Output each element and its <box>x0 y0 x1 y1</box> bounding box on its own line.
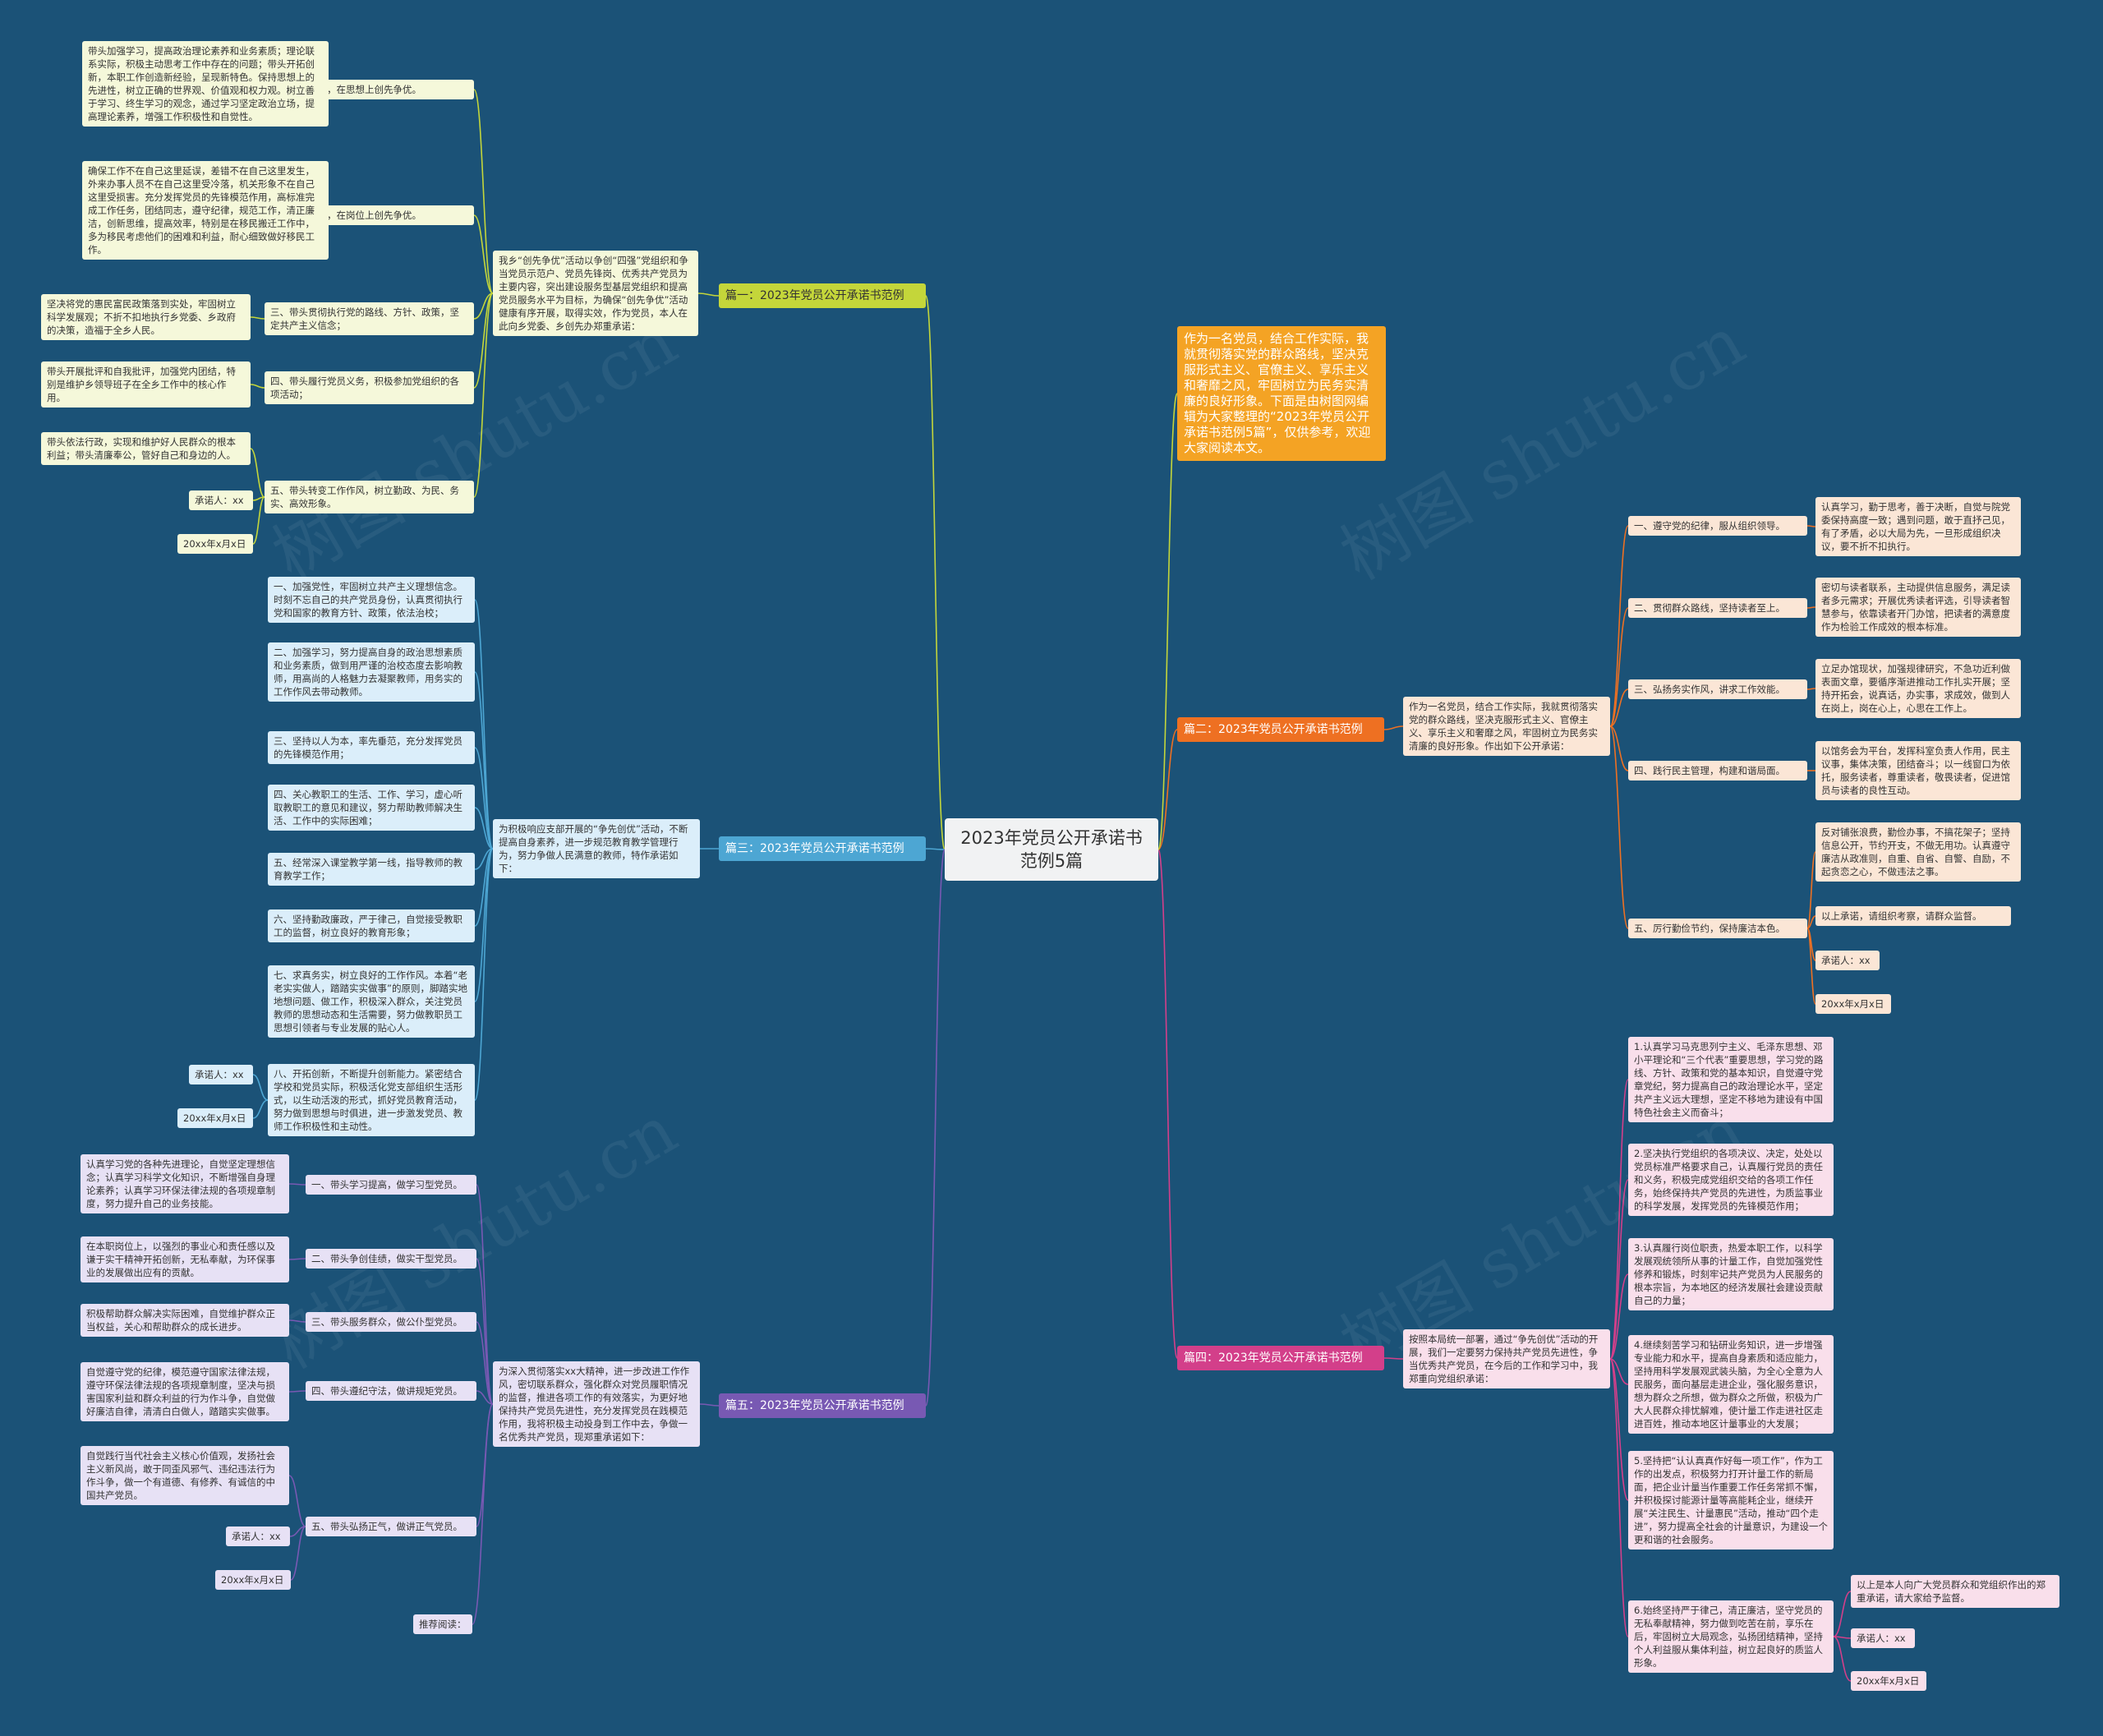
branch-5-item[interactable]: 一、带头学习提高，做学习型党员。 <box>306 1175 476 1195</box>
branch-4-item: 4.继续刻苦学习和钻研业务知识，进一步增强专业能力和水平，提高自身素质和适应能力… <box>1628 1335 1834 1434</box>
branch-2-promiser: 承诺人：xx <box>1815 951 1880 970</box>
branch-1-detail: 带头加强学习，提高政治理论素养和业务素质；理论联系实际，积极主动思考工作中存在的… <box>82 41 329 127</box>
branch-5-item[interactable]: 四、带头遵纪守法，做讲规矩党员。 <box>306 1381 476 1401</box>
branch-2-detail: 以馆务会为平台，发挥科室负责人作用，民主议事，集体决策，团结奋斗；以一线窗口为依… <box>1815 741 2021 800</box>
branch-5-desc: 为深入贯彻落实xx大精神，进一步改进工作作风，密切联系群众，强化群众对党员履职情… <box>493 1361 700 1447</box>
branch-3-item: 三、坚持以人为本，率先垂范，充分发挥党员的先锋模范作用； <box>268 731 475 764</box>
branch-5-item[interactable]: 五、带头弘扬正气，做讲正气党员。 <box>306 1517 476 1536</box>
branch-3-date: 20xx年x月x日 <box>177 1108 253 1128</box>
branch-2-date: 20xx年x月x日 <box>1815 994 1891 1014</box>
branch-3-promiser: 承诺人：xx <box>189 1065 253 1084</box>
branch-5-detail: 积极帮助群众解决实际困难，自觉维护群众正当权益，关心和帮助群众的成长进步。 <box>81 1304 289 1337</box>
branch-5-item[interactable]: 二、带头争创佳绩，做实干型党员。 <box>306 1249 476 1269</box>
branch-4-promiser: 承诺人：xx <box>1851 1628 1915 1648</box>
branch-2-item[interactable]: 二、贯彻群众路线，坚持读者至上。 <box>1628 598 1807 618</box>
branch-4-date: 20xx年x月x日 <box>1851 1671 1926 1691</box>
branch-4-item: 3.认真履行岗位职责，热爱本职工作，以科学发展观统领所从事的计量工作，自觉加强党… <box>1628 1238 1834 1310</box>
branch-2-item[interactable]: 五、厉行勤俭节约，保持廉洁本色。 <box>1628 919 1807 938</box>
branch-2-detail: 认真学习，勤于思考，善于决断，自觉与院党委保持高度一致；遇到问题，敢于直抒己见，… <box>1815 497 2021 556</box>
branch-1-item[interactable]: 五、带头转变工作作风，树立勤政、为民、务实、高效形象。 <box>265 481 474 513</box>
branch-2-item[interactable]: 三、弘扬务实作风，讲求工作效能。 <box>1628 679 1807 699</box>
branch-2-detail: 密切与读者联系，主动提供信息服务，满足读者多元需求；开展优秀读者评选，引导读者智… <box>1815 578 2021 637</box>
branch-1-promiser: 承诺人：xx <box>189 490 253 510</box>
branch-1-detail: 坚决将党的惠民富民政策落到实处，牢固树立科学发展观；不折不扣地执行乡党委、乡政府… <box>41 294 251 340</box>
branch-4-title[interactable]: 篇四：2023年党员公开承诺书范例 <box>1177 1346 1384 1370</box>
branch-3-item: 一、加强党性，牢固树立共产主义理想信念。时刻不忘自己的共产党员身份，认真贯彻执行… <box>268 577 475 623</box>
branch-3-item: 二、加强学习，努力提高自身的政治思想素质和业务素质，做到用严谨的治校态度去影响教… <box>268 642 475 702</box>
branch-5-detail: 认真学习党的各种先进理论，自觉坚定理想信念；认真学习科学文化知识，不断增强自身理… <box>81 1154 289 1213</box>
branch-2-tail: 以上承诺，请组织考察，请群众监督。 <box>1815 906 2011 926</box>
branch-1-title[interactable]: 篇一：2023年党员公开承诺书范例 <box>719 283 926 308</box>
branch-2-item[interactable]: 一、遵守党的纪律，服从组织领导。 <box>1628 516 1807 536</box>
branch-3-item: 七、求真务实，树立良好的工作作风。本着“老老实实做人，踏踏实实做事”的原则，脚踏… <box>268 965 475 1038</box>
branch-1-detail: 确保工作不在自己这里延误，差错不在自己这里发生，外来办事人员不在自己这里受冷落，… <box>82 161 329 260</box>
branch-3-item: 六、坚持勤政廉政，严于律己，自觉接受教职工的监督，树立良好的教育形象； <box>268 909 475 942</box>
branch-5-recommend: 推荐阅读： <box>413 1614 472 1634</box>
branch-2-desc: 作为一名党员，结合工作实际，我就贯彻落实党的群众路线，坚决克服形式主义、官僚主义… <box>1403 697 1610 756</box>
branch-5-item[interactable]: 三、带头服务群众，做公仆型党员。 <box>306 1312 476 1332</box>
branch-2-title[interactable]: 篇二：2023年党员公开承诺书范例 <box>1177 717 1384 742</box>
branch-2-item[interactable]: 四、践行民主管理，构建和谐局面。 <box>1628 761 1807 781</box>
branch-5-title[interactable]: 篇五：2023年党员公开承诺书范例 <box>719 1393 926 1418</box>
branch-5-promiser: 承诺人：xx <box>226 1526 290 1546</box>
branch-1-detail: 带头依法行政，实现和维护好人民群众的根本利益；带头清廉奉公，管好自己和身边的人。 <box>41 432 251 465</box>
branch-4-item: 2.坚决执行党组织的各项决议、决定，处处以党员标准严格要求自己，认真履行党员的责… <box>1628 1144 1834 1216</box>
branch-2-detail: 立足办馆现状，加强规律研究，不急功近利做表面文章，要循序渐进推动工作扎实开展；坚… <box>1815 659 2021 718</box>
branch-3-item: 四、关心教职工的生活、工作、学习，虚心听取教职工的意见和建议，努力帮助教师解决生… <box>268 785 475 831</box>
branch-5-date: 20xx年x月x日 <box>215 1570 291 1590</box>
branch-2-detail: 反对铺张浪费，勤俭办事，不搞花架子；坚持信息公开，节约开支，不做无用功。认真遵守… <box>1815 822 2021 882</box>
branch-5-detail: 自觉遵守党的纪律，模范遵守国家法律法规，遵守环保法律法规的各项规章制度，坚决与损… <box>81 1362 289 1421</box>
branch-5-detail: 在本职岗位上，以强烈的事业心和责任感以及谦于实干精神开拓创新，无私奉献，为环保事… <box>81 1236 289 1282</box>
branch-4-tail: 以上是本人向广大党员群众和党组织作出的郑重承诺，请大家给予监督。 <box>1851 1575 2059 1608</box>
branch-4-item: 1.认真学习马克思列宁主义、毛泽东思想、邓小平理论和“三个代表”重要思想，学习党… <box>1628 1037 1834 1122</box>
branch-1-date: 20xx年x月x日 <box>177 534 253 554</box>
branch-4-item: 5.坚持把“认认真真作好每一项工作”，作为工作的出发点，积极努力打开计量工作的新… <box>1628 1451 1834 1550</box>
branch-1-item[interactable]: 三、带头贯彻执行党的路线、方针、政策，坚定共产主义信念； <box>265 302 474 335</box>
branch-1-item[interactable]: 四、带头履行党员义务，积极参加党组织的各项活动； <box>265 371 474 404</box>
branch-4-desc: 按照本局统一部署，通过“争先创优”活动的开展，我们一定要努力保持共产党员先进性，… <box>1403 1329 1610 1388</box>
branch-3-desc: 为积极响应支部开展的“争先创优”活动，不断提高自身素养，进一步规范教育教学管理行… <box>493 819 700 878</box>
branch-4-item: 6.始终坚持严于律己，清正廉洁，坚守党员的无私奉献精神，努力做到吃苦在前，享乐在… <box>1628 1600 1834 1673</box>
branch-5-detail: 自觉践行当代社会主义核心价值观，发扬社会主义新风尚，敢于同歪风邪气、违纪违法行为… <box>81 1446 289 1505</box>
branch-1-desc: 我乡“创先争优”活动以争创“四强”党组织和争当党员示范户、党员先锋岗、优秀共产党… <box>493 251 698 336</box>
root-topic[interactable]: 2023年党员公开承诺书范例5篇 <box>945 818 1158 881</box>
branch-1-detail: 带头开展批评和自我批评，加强党内团结，特别是维护乡领导班子在全乡工作中的核心作用… <box>41 361 251 408</box>
branch-3-title[interactable]: 篇三：2023年党员公开承诺书范例 <box>719 836 926 861</box>
intro-note: 作为一名党员，结合工作实际，我就贯彻落实党的群众路线，坚决克服形式主义、官僚主义… <box>1177 326 1386 461</box>
branch-3-item: 五、经常深入课堂教学第一线，指导教师的教育教学工作； <box>268 853 475 886</box>
branch-3-item: 八、开拓创新，不断提升创新能力。紧密结合学校和党员实际，积极活化党支部组织生活形… <box>268 1064 475 1136</box>
